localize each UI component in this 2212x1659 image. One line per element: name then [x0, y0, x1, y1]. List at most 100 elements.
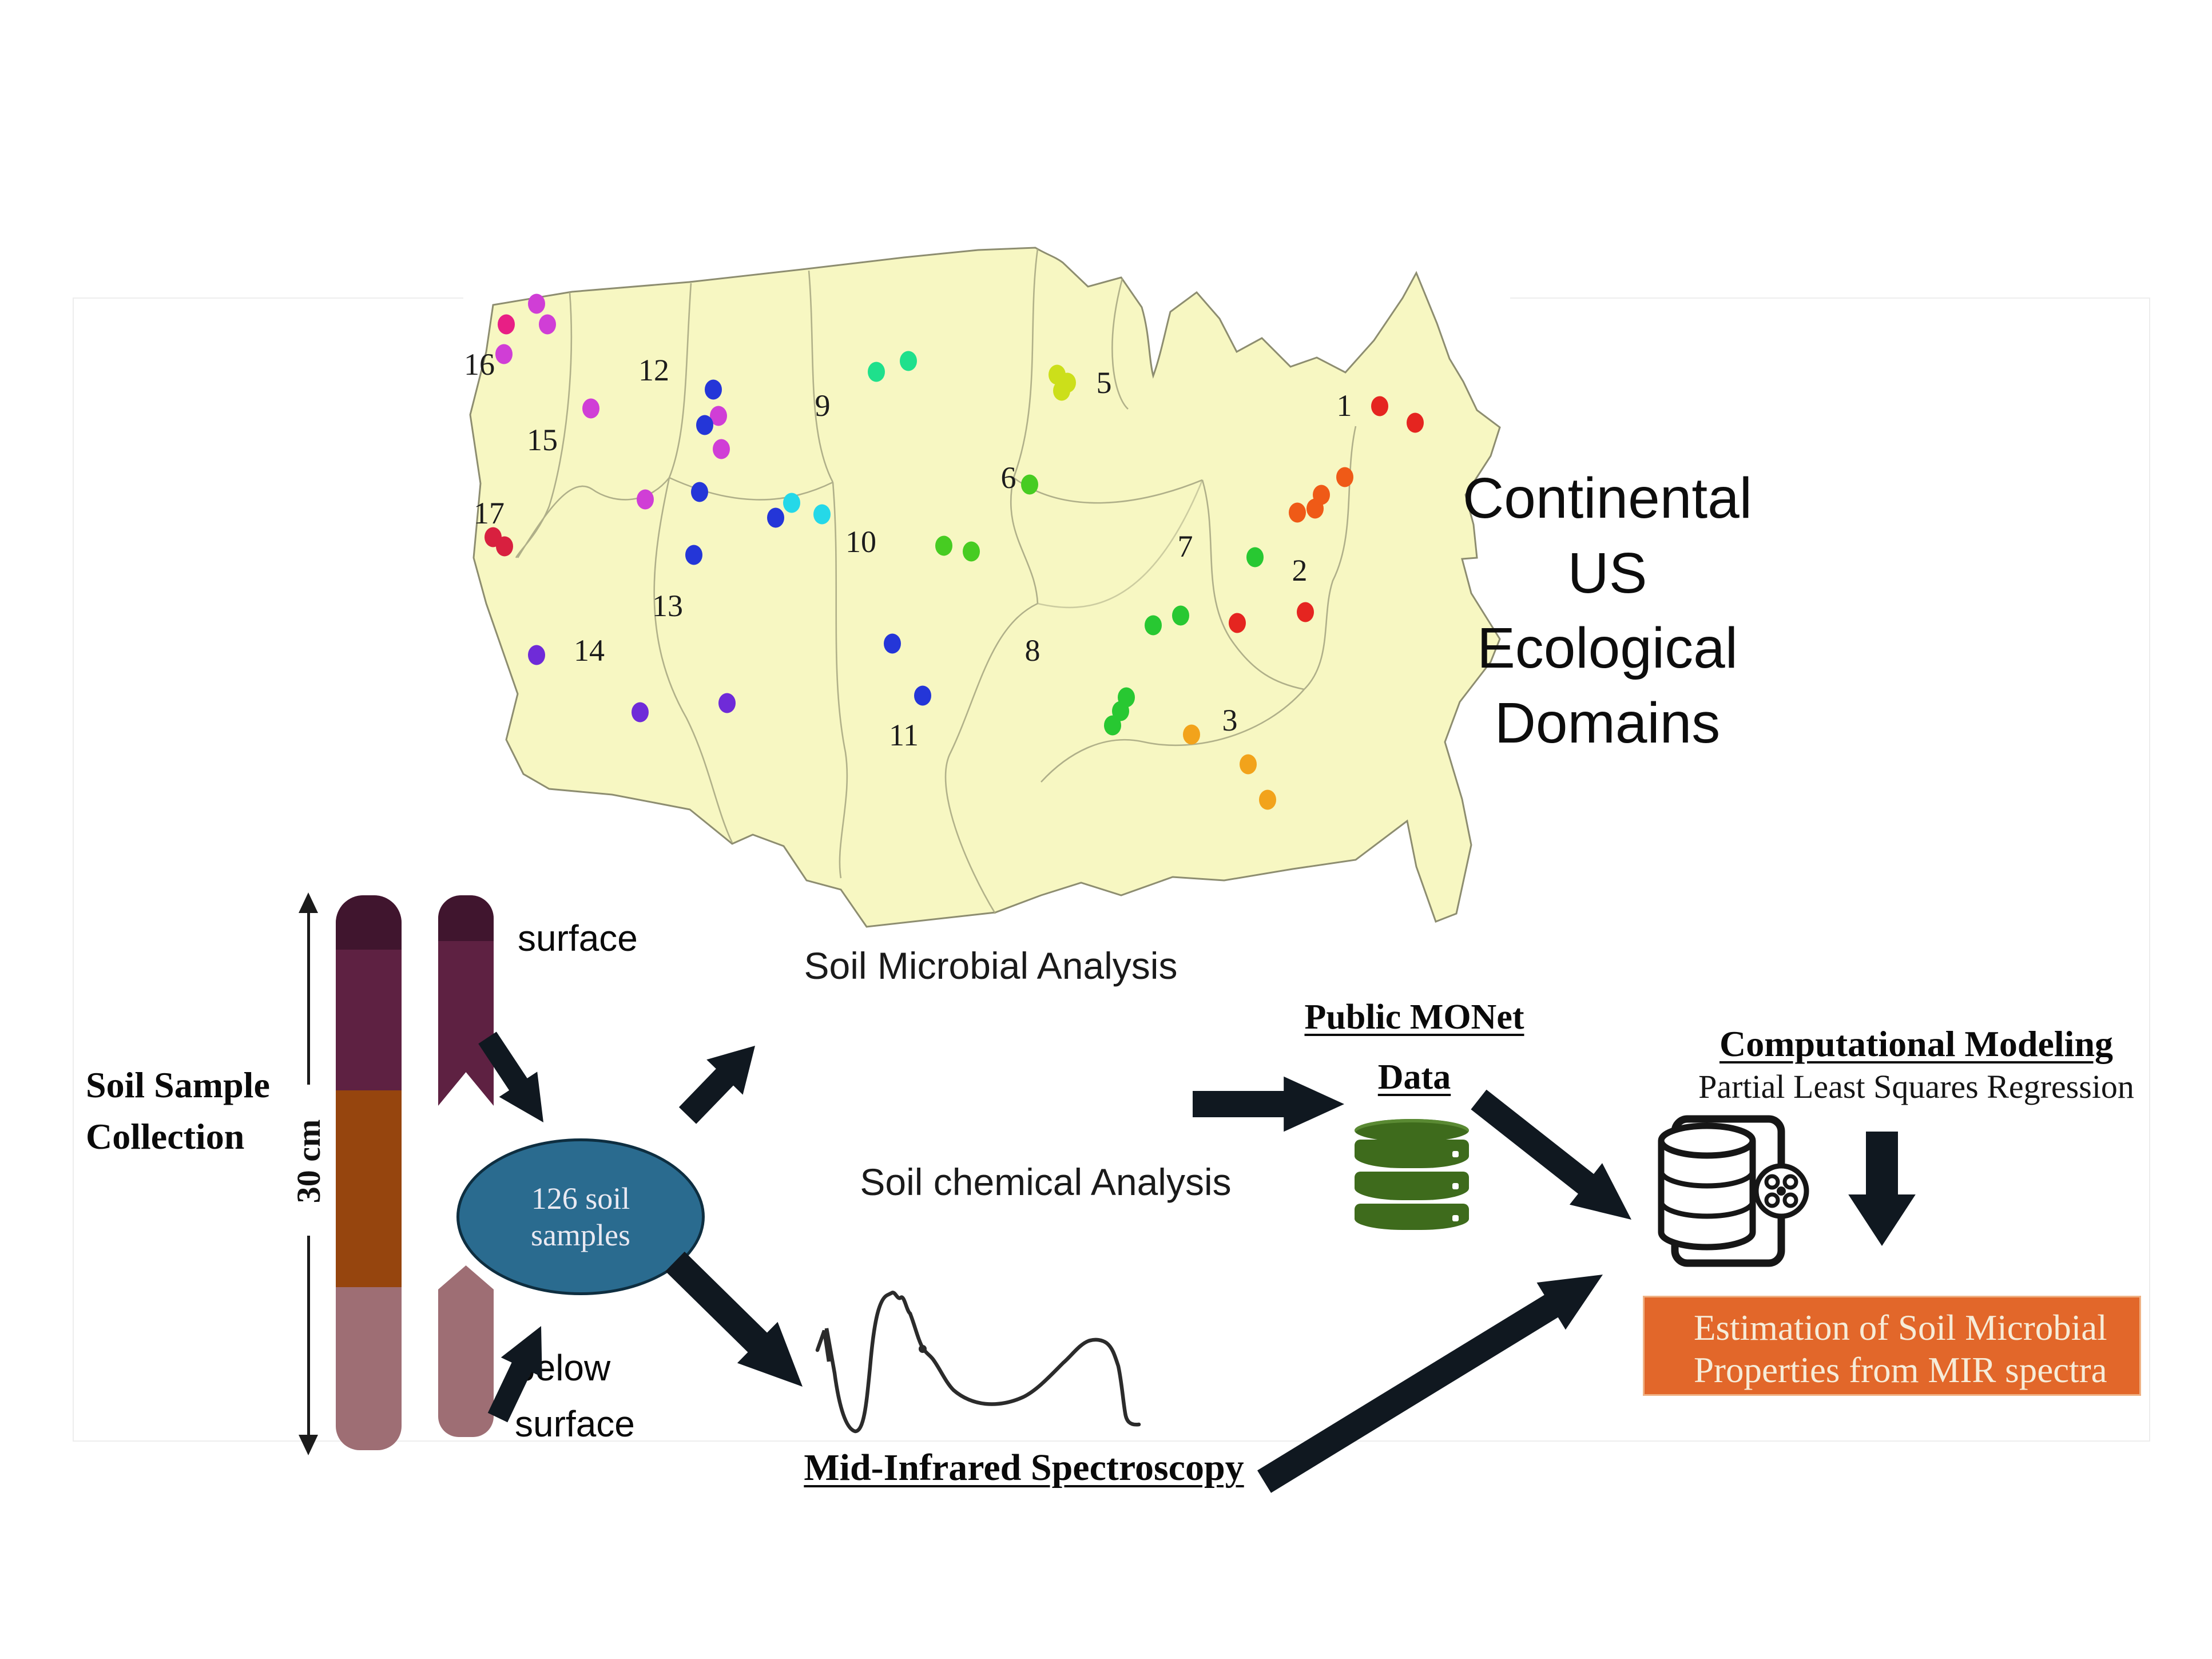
database-led [1452, 1183, 1459, 1189]
sample-site-dot [914, 685, 931, 706]
sample-site-dot [1240, 754, 1257, 775]
region-label-14: 14 [574, 633, 605, 668]
spectrum-marker-dot [919, 1345, 927, 1353]
flow-arrow [1193, 1076, 1344, 1132]
public-monet-data-label: Public MONet Data [1304, 998, 1524, 1097]
database-icon [1355, 1119, 1469, 1230]
flow-arrow [478, 1031, 543, 1122]
sample-site-dot [813, 504, 831, 525]
region-label-15: 15 [527, 423, 558, 457]
sample-site-dot [696, 415, 713, 435]
caption-line: Domains [1494, 691, 1721, 755]
sample-site-dot [495, 344, 513, 364]
sample-site-dot [1145, 615, 1162, 636]
database-led [1452, 1151, 1459, 1157]
sample-site-dot [1246, 547, 1264, 567]
caption-line: Continental [1463, 466, 1752, 530]
dimension-arrowhead-top [299, 892, 318, 913]
sample-site-dot [1059, 372, 1076, 393]
sample-site-dot [528, 645, 545, 665]
sample-site-dot [935, 535, 952, 556]
network-icon [1753, 1163, 1809, 1219]
cylinder-icon [1658, 1122, 1756, 1251]
region-label-2: 2 [1292, 553, 1308, 588]
region-label-16: 16 [464, 347, 495, 382]
region-label-6: 6 [1001, 461, 1016, 495]
sample-site-dot [496, 536, 513, 557]
sample-site-dot [637, 489, 654, 510]
sample-site-dot [1259, 789, 1276, 810]
sample-site-dot [1297, 602, 1314, 622]
sample-site-dot [1407, 412, 1424, 433]
sample-site-dot [1371, 396, 1388, 416]
sample-site-dot [1172, 605, 1189, 626]
sample-site-dot [1313, 485, 1330, 505]
region-label-5: 5 [1097, 366, 1112, 400]
dimension-arrowhead-bottom [299, 1435, 318, 1455]
caption-line: US [1567, 541, 1647, 605]
sample-site-dot [539, 314, 556, 335]
sample-site-dot [1289, 502, 1306, 523]
region-label-11: 11 [889, 718, 919, 752]
database-band [1355, 1140, 1469, 1168]
database-band [1355, 1204, 1469, 1230]
region-label-17: 17 [474, 496, 505, 530]
sample-site-dot [691, 482, 708, 502]
sample-site-dot [767, 507, 784, 528]
dimension-line-bottom [307, 1236, 310, 1437]
map-caption: Continental US Ecological Domains [1433, 461, 1782, 761]
flow-arrow [665, 1251, 803, 1387]
sample-site-dot [1183, 724, 1200, 745]
computational-modeling-title: Computational Modeling [1719, 1023, 2114, 1064]
sample-site-dot [1021, 474, 1038, 495]
sample-site-dot [498, 314, 515, 335]
region-label-9: 9 [815, 388, 831, 423]
sample-site-dot [710, 406, 727, 426]
soil-core-cap [336, 895, 402, 950]
region-label-3: 3 [1222, 703, 1238, 737]
sample-site-dot [705, 379, 722, 400]
soil-core-bottom-layer [336, 1287, 402, 1450]
sample-site-dot [713, 439, 730, 459]
dimension-line-top [307, 911, 310, 1085]
samples-count-ellipse: 126 soil samples [456, 1138, 705, 1295]
sample-site-dots [485, 293, 1424, 810]
region-borders [515, 248, 1357, 914]
soil-sample-collection-label: Soil Sample Collection [86, 1065, 270, 1157]
soil-chemical-analysis-label: Soil chemical Analysis [860, 1161, 1232, 1203]
database-top [1355, 1119, 1469, 1142]
pls-regression-subtitle: Partial Least Squares Regression [1698, 1068, 2134, 1105]
flow-arrow [1848, 1132, 1916, 1246]
soil-core-below-surface-piece [438, 1265, 494, 1437]
region-label-7: 7 [1178, 529, 1193, 563]
mid-infrared-spectroscopy-label: Mid-Infrared Spectroscopy [804, 1447, 1244, 1489]
sample-site-dot [582, 398, 599, 419]
flow-arrow [678, 1046, 755, 1124]
soil-core-full [336, 895, 402, 1450]
model-database-icon [1658, 1115, 1809, 1267]
sample-site-dot [963, 541, 980, 562]
region-label-1: 1 [1337, 388, 1352, 423]
region-label-13: 13 [652, 589, 683, 623]
caption-line: Ecological [1477, 616, 1738, 680]
mir-spectrum-curve [815, 1291, 1141, 1434]
region-label-12: 12 [638, 353, 669, 387]
flow-arrow [1257, 1275, 1603, 1493]
result-box: Estimation of Soil Microbial Properties … [1643, 1296, 2141, 1396]
sample-site-dot [1104, 715, 1121, 736]
region-label-8: 8 [1025, 633, 1041, 668]
database-led [1452, 1215, 1459, 1221]
flow-arrow [1471, 1089, 1631, 1220]
soil-microbial-analysis-label: Soil Microbial Analysis [804, 944, 1178, 987]
soil-core-surface-piece [438, 895, 494, 1106]
sample-site-dot [528, 293, 545, 314]
sample-site-dot [632, 702, 649, 723]
database-band [1355, 1172, 1469, 1200]
region-label-10: 10 [845, 525, 876, 559]
sample-site-dot [783, 493, 800, 513]
surface-label: surface [518, 918, 638, 959]
flow-arrow [487, 1326, 542, 1423]
